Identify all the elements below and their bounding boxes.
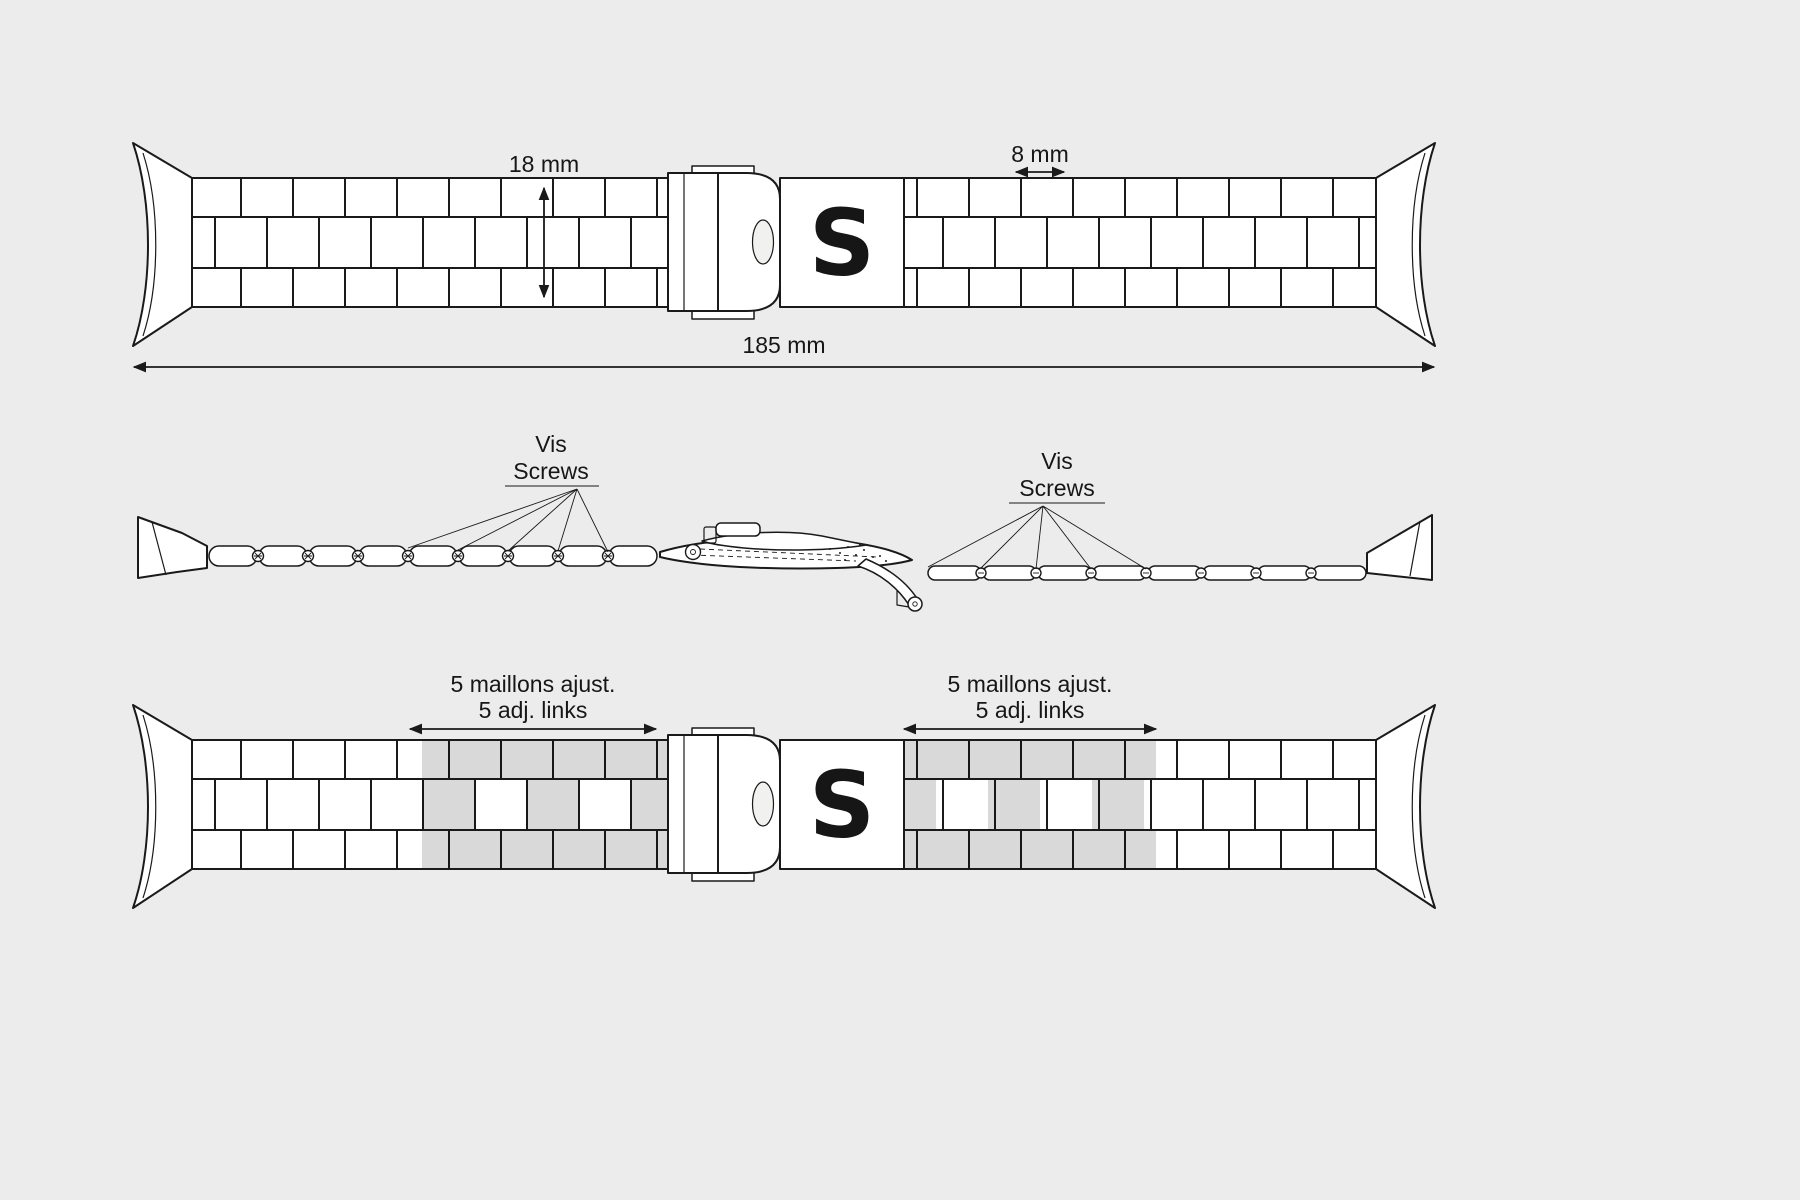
clasp-texture-dots	[829, 544, 887, 562]
screws-label-right-fr: Vis	[1041, 448, 1073, 474]
right-band-link-lines	[905, 179, 1375, 216]
clasp-side-view	[659, 522, 923, 612]
left-side-screws	[251, 549, 615, 563]
adjustment-label-right-en: 5 adj. links	[976, 697, 1085, 723]
clasp-top-view: S	[667, 165, 905, 320]
right-lug	[1375, 142, 1436, 347]
bracelet-side-view	[137, 514, 1433, 612]
clasp-release-blade	[857, 558, 919, 606]
total-length-label: 185 mm	[742, 332, 825, 358]
adjustment-label-left-en: 5 adj. links	[479, 697, 588, 723]
bracelet-top-view: S	[132, 142, 1436, 347]
adjustable-links-shading	[422, 741, 1156, 868]
side-view-screw-callout-left: Vis Screws	[407, 431, 609, 553]
screws-label-left-en: Screws	[513, 458, 588, 484]
left-lug-side	[137, 516, 208, 579]
right-side-screws	[975, 567, 1317, 579]
left-side-links	[208, 545, 658, 567]
bracelet-adjustment-view	[132, 704, 1436, 909]
side-view-screw-callout-right: Vis Screws	[927, 448, 1147, 570]
left-band-link-lines	[193, 179, 667, 216]
adjustment-label-left-fr: 5 maillons ajust.	[451, 671, 616, 697]
clasp-plate	[779, 177, 905, 308]
right-lug-detail	[1411, 152, 1426, 337]
clasp-tongue-inset	[751, 219, 775, 265]
link-pitch-label: 8 mm	[1011, 141, 1069, 167]
screws-label-right-en: Screws	[1019, 475, 1094, 501]
adjustment-label-right-fr: 5 maillons ajust.	[948, 671, 1113, 697]
left-lug-detail	[142, 152, 157, 337]
top-view-dimensions: 18 mm 8 mm 185 mm	[132, 141, 1436, 373]
left-lug	[132, 142, 193, 347]
screws-label-left-fr: Vis	[535, 431, 567, 457]
adjustment-callout-right: 5 maillons ajust. 5 adj. links	[902, 671, 1158, 735]
band-width-label: 18 mm	[509, 151, 579, 177]
screws-leader-lines-right	[927, 505, 1147, 570]
clasp-logo: S	[809, 190, 875, 297]
screws-leader-lines-left	[407, 488, 609, 553]
adjustment-callout-left: 5 maillons ajust. 5 adj. links	[408, 671, 658, 735]
right-lug-side	[1366, 514, 1433, 581]
